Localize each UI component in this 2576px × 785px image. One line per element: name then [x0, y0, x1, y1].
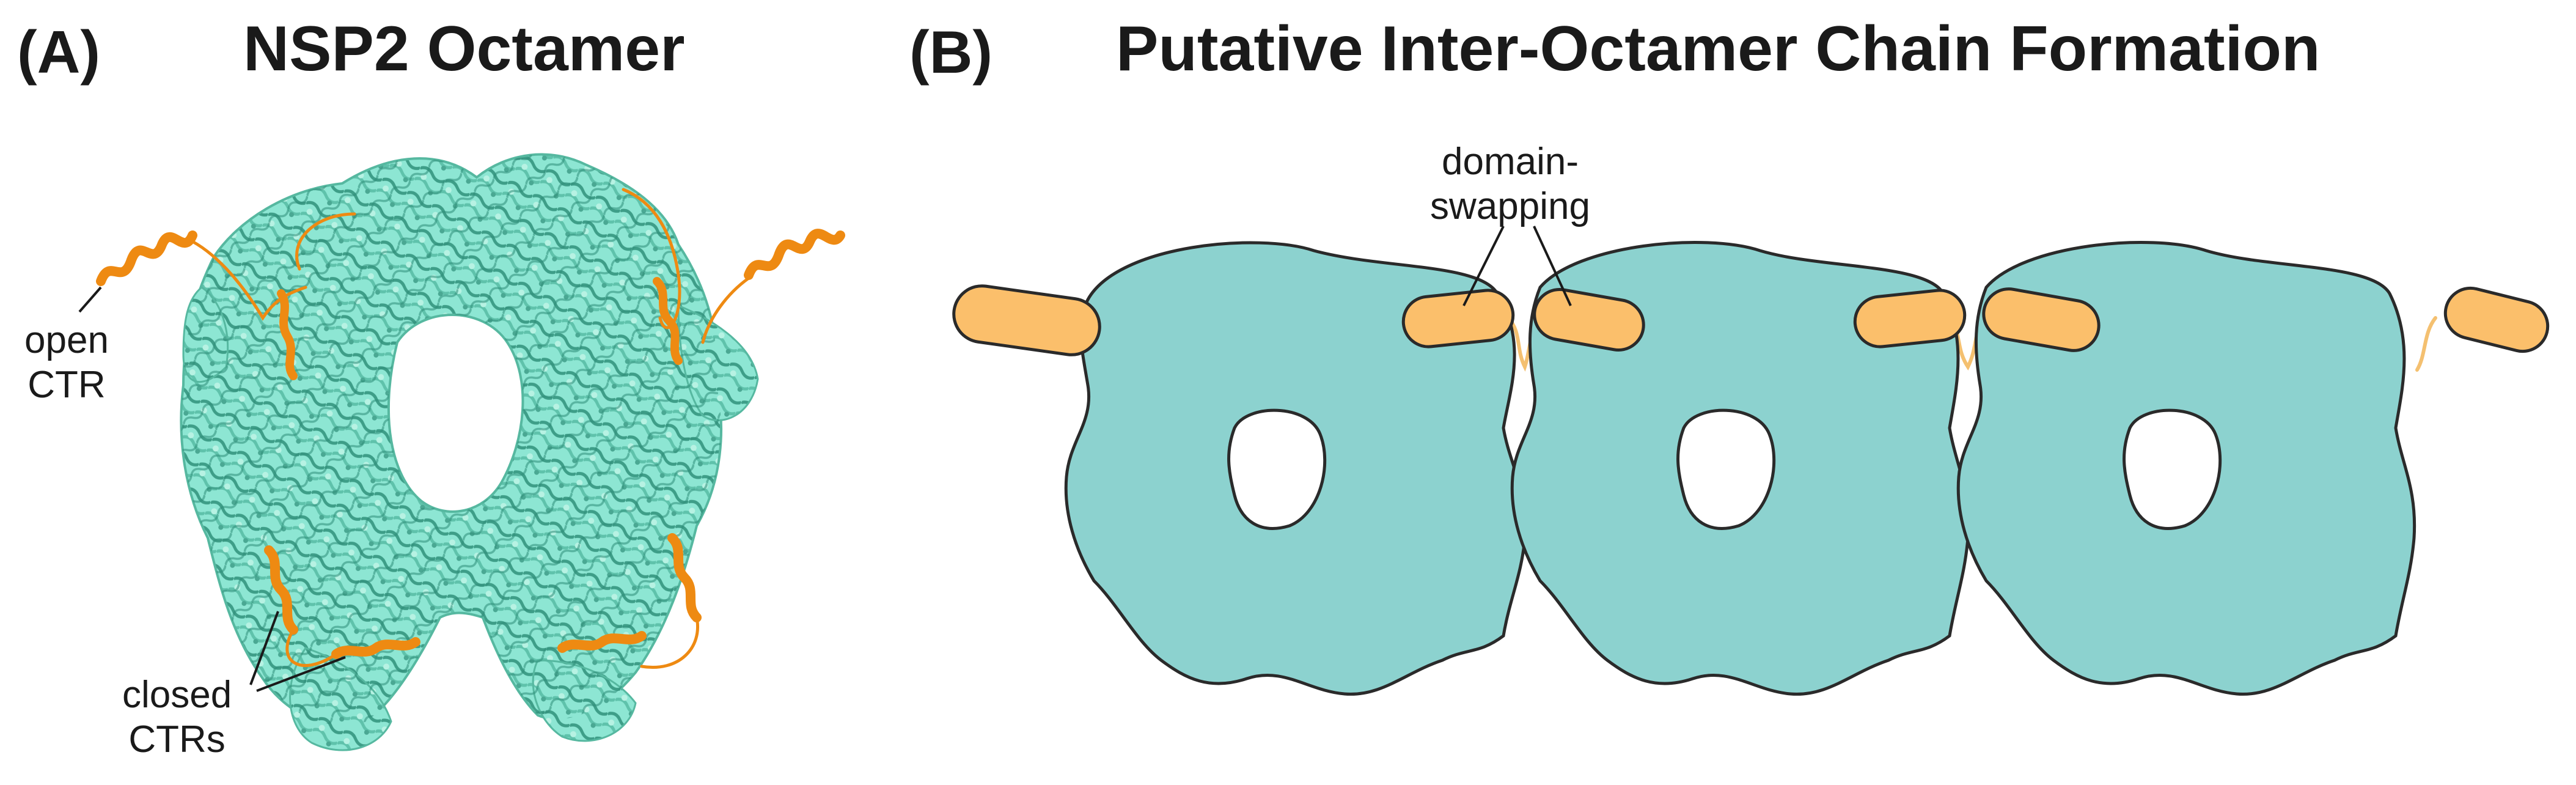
- ctr-capsule-2: [1401, 289, 1515, 348]
- ctr-helix-mid-right: [653, 277, 683, 365]
- ctr-capsule-1: [952, 284, 1101, 356]
- closed-ctr-helix-3: [557, 631, 647, 653]
- open-ctr-label-line-2: CTR: [28, 364, 106, 407]
- closed-ctrs-label-line-2: CTRs: [128, 718, 226, 761]
- domain-swapping-leader-1: [1462, 226, 1505, 306]
- open-ctr-linker-right: [701, 276, 750, 344]
- closed-ctrs-label: closed CTRs: [122, 673, 232, 762]
- octamer-3-body: [1956, 241, 2416, 696]
- ctr-capsule-4: [1853, 289, 1967, 348]
- ctr-loop-bottom-right: [640, 616, 699, 669]
- ctr-capsule-6: [2443, 286, 2550, 353]
- domain-swapping-label: domain- swapping: [1430, 139, 1590, 229]
- ctr-loop-bottom-left: [285, 628, 338, 667]
- panel-b-title: Putative Inter-Octamer Chain Formation: [1116, 13, 2321, 84]
- octamer-1-body: [1064, 241, 1527, 696]
- nsp2-octamer-structure: [78, 153, 845, 751]
- panel-a-letter: (A): [17, 18, 101, 86]
- ctr-helix-mid-left: [277, 289, 298, 380]
- ctr-capsule-5: [1982, 287, 2101, 352]
- domain-swapping-label-line-2: swapping: [1430, 185, 1590, 228]
- ctr-capsule-3: [1533, 287, 1645, 352]
- open-ctr-leader: [78, 286, 102, 313]
- linker-4: [2415, 316, 2437, 372]
- domain-swapping-leader-2: [1533, 226, 1572, 306]
- domain-swapping-label-line-1: domain-: [1441, 141, 1579, 183]
- panel-b-letter: (B): [909, 18, 993, 86]
- ctr-loop-top-right: [622, 188, 681, 330]
- closed-ctr-helix-2: [331, 637, 420, 659]
- octamer-chain-schematic: [952, 226, 2550, 696]
- ctr-loop-top-left: [295, 212, 356, 271]
- panel-a-title: NSP2 Octamer: [243, 13, 685, 84]
- closed-ctrs-leader-2: [256, 656, 346, 692]
- octamer-2-body: [1510, 241, 1970, 696]
- open-ctr-helix-right: [744, 229, 845, 280]
- open-ctr-label: open CTR: [24, 318, 109, 407]
- open-ctr-helix-left: [96, 230, 197, 286]
- open-ctr-linker-left: [191, 240, 307, 321]
- closed-ctr-helix-4: [667, 533, 702, 622]
- closed-ctrs-label-line-1: closed: [122, 674, 232, 716]
- open-ctr-label-line-1: open: [24, 319, 109, 361]
- closed-ctr-helix-1: [264, 545, 298, 635]
- closed-ctrs-leader-1: [249, 611, 279, 685]
